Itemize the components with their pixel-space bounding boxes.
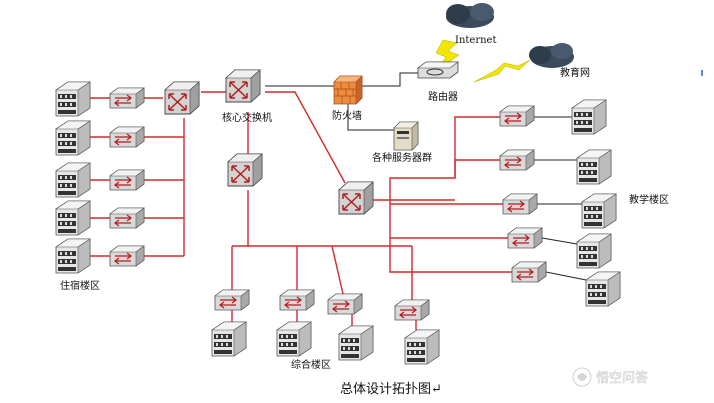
building-icon	[338, 325, 374, 361]
switch-icon	[214, 289, 250, 311]
building-icon	[404, 329, 440, 365]
switch-icon	[502, 193, 538, 215]
firewall-label: 防火墙	[332, 109, 362, 122]
diagram-caption: 总体设计拓扑图↵	[340, 382, 442, 397]
building-icon	[571, 99, 607, 135]
switch-icon	[327, 293, 363, 315]
core-switch-icon	[164, 81, 200, 115]
router-icon	[417, 61, 459, 79]
switch-icon	[507, 227, 543, 249]
network-links	[90, 72, 587, 330]
switch-icon	[109, 207, 145, 229]
watermark-text: 悟空问答	[596, 370, 648, 386]
building-icon	[55, 81, 91, 117]
switch-icon	[109, 87, 145, 109]
switch-icon	[109, 126, 145, 148]
complex-label: 综合楼区	[291, 358, 331, 371]
switch-icon	[109, 245, 145, 267]
lightning-icon	[473, 59, 531, 83]
core-switch-icon	[227, 153, 263, 187]
building-icon	[211, 321, 247, 357]
education-network-label: 教育网	[560, 66, 590, 79]
building-icon	[55, 238, 91, 274]
switch-icon	[109, 169, 145, 191]
switch-icon	[499, 149, 535, 171]
cloud-icon	[529, 43, 574, 68]
firewall-icon	[333, 75, 363, 105]
building-icon	[576, 233, 612, 269]
cloud-icon	[446, 3, 494, 28]
core-switch-icon	[225, 69, 261, 103]
building-icon	[581, 193, 617, 229]
router-label: 路由器	[428, 90, 458, 103]
building-icon	[55, 162, 91, 198]
switch-icon	[511, 261, 547, 283]
watermark: 悟空问答	[572, 367, 648, 387]
building-icon	[576, 149, 612, 185]
server-icon	[393, 121, 419, 151]
complex-group	[211, 289, 440, 365]
building-icon	[55, 200, 91, 236]
building-icon	[276, 321, 312, 357]
server-group-label: 各种服务器群	[372, 151, 432, 164]
internet-label: Internet	[455, 35, 496, 46]
dormitory-label: 住宿楼区	[60, 279, 100, 292]
switch-icon	[499, 105, 535, 127]
core-switch-label: 核心交换机	[222, 111, 272, 124]
switch-icon	[279, 289, 315, 311]
core-switch-icon	[338, 181, 374, 215]
teaching-label: 教学楼区	[629, 193, 669, 206]
switch-icon	[394, 299, 430, 321]
building-icon	[585, 271, 621, 307]
dormitory-group	[55, 81, 145, 274]
building-icon	[55, 120, 91, 156]
